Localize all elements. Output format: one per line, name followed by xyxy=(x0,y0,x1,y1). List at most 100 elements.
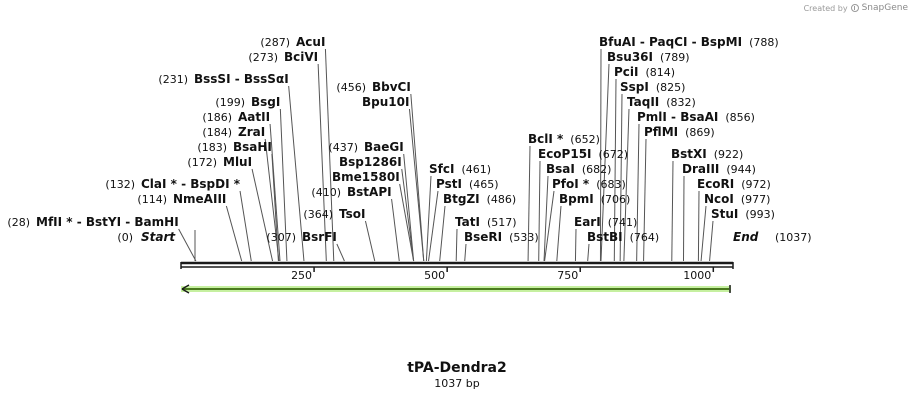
site-name-bsu36i: Bsu36I xyxy=(607,50,653,64)
site-pos-pmli: (856) xyxy=(725,111,755,124)
site-taqii[interactable]: TaqII(832) xyxy=(627,95,696,109)
site-labels: AcuI(287)BciVI (273) BssSI - BssSαI(231) Bb… xyxy=(7,35,778,244)
site-psti[interactable]: PstI(465) xyxy=(436,177,499,191)
site-sspi[interactable]: SspI(825) xyxy=(620,80,685,94)
site-bsahi[interactable]: BsaHI (183) xyxy=(197,140,272,154)
site-bsai[interactable]: BsaI(682) xyxy=(546,162,611,176)
site-name-sfci: SfcI xyxy=(429,162,454,176)
site-sfci[interactable]: SfcI(461) xyxy=(429,162,491,176)
site-leader-bsrfi xyxy=(336,243,345,262)
site-bme1580i[interactable]: Bme1580I xyxy=(332,170,400,184)
end-pos: (1037) xyxy=(775,231,812,244)
site-name-bseri: BseRI xyxy=(464,230,502,244)
site-pos-bsu36i: (789) xyxy=(660,51,690,64)
site-zrai[interactable]: ZraI(184) xyxy=(202,125,265,139)
site-name-bsgi: BsgI xyxy=(251,95,280,109)
site-eari[interactable]: EarI(741) xyxy=(574,215,637,229)
site-pos-bsssi: (231) xyxy=(158,73,188,86)
site-leader-bsai xyxy=(543,175,549,262)
site-bpu10i[interactable]: Bpu10I xyxy=(362,95,409,109)
site-aatii[interactable]: AatII(186) xyxy=(202,110,270,124)
site-bstxi[interactable]: BstXI(922) xyxy=(671,147,743,161)
site-pos-bsgi: (199) xyxy=(215,96,245,109)
site-name-baegi: BaeGI xyxy=(364,140,404,154)
site-leader-btgzi xyxy=(439,205,446,262)
site-bpmi[interactable]: BpmI(706) xyxy=(559,192,630,206)
site-bfuai[interactable]: BfuAI - PaqCI - BspMI (788) xyxy=(599,35,779,49)
site-leader-nmeaiii xyxy=(225,205,243,262)
site-tati[interactable]: TatI(517) xyxy=(455,215,517,229)
site-leader-sfci xyxy=(425,175,432,262)
site-pos-bstbi: (764) xyxy=(630,231,660,244)
site-bstapi[interactable]: BstAPI(410) xyxy=(311,185,391,199)
site-nmeaiii[interactable]: NmeAIII(114) xyxy=(137,192,226,206)
site-ncoi[interactable]: NcoI(977) xyxy=(704,192,770,206)
site-name-draiii: DraIII xyxy=(682,162,719,176)
site-name-bcivi: BciVI xyxy=(284,50,318,64)
site-name-bfuai: BfuAI - PaqCI - BspMI xyxy=(599,35,742,49)
site-leader-bme1580i xyxy=(399,183,415,262)
end-label: End xyxy=(733,230,759,244)
site-tsoi[interactable]: TsoI(364) xyxy=(303,207,365,221)
site-leader-bpmi xyxy=(556,205,562,262)
site-pos-bfuai: (788) xyxy=(749,36,779,49)
site-name-taqii: TaqII xyxy=(627,95,659,109)
site-name-bcli-star: BclI * xyxy=(528,132,564,146)
site-ecori[interactable]: EcoRI(972) xyxy=(697,177,771,191)
site-name-pflmi: PflMI xyxy=(644,125,678,139)
site-pflmi[interactable]: PflMI (869) xyxy=(644,125,715,139)
site-bsssi[interactable]: BssSI - BssSαI(231) xyxy=(158,72,288,86)
site-mlui[interactable]: MluI(172) xyxy=(187,155,252,169)
site-leader-bsssi xyxy=(288,85,305,262)
site-pmli[interactable]: PmlI - BsaAI (856) xyxy=(637,110,755,124)
site-clai-star[interactable]: ClaI * - BspDI *(132) xyxy=(105,177,240,191)
map-length: 1037 bp xyxy=(434,377,480,390)
site-name-pmli: PmlI - BsaAI xyxy=(637,110,718,124)
site-baegi[interactable]: BaeGI(437) xyxy=(328,140,403,154)
site-acui[interactable]: AcuI(287) xyxy=(260,35,325,49)
feature-arrow-0[interactable] xyxy=(181,284,731,294)
feature-track xyxy=(181,284,731,294)
site-pfoi-star[interactable]: PfoI *(683) xyxy=(552,177,626,191)
site-pos-pflmi: (869) xyxy=(685,126,715,139)
site-name-aatii: AatII xyxy=(238,110,270,124)
site-bsp1286i[interactable]: Bsp1286I xyxy=(339,155,402,169)
site-leader-draiii xyxy=(682,175,685,262)
site-draiii[interactable]: DraIII (944) xyxy=(682,162,756,176)
site-bcli-star[interactable]: BclI *(652) xyxy=(528,132,600,146)
site-name-bsahi: BsaHI xyxy=(233,140,272,154)
site-bsgi[interactable]: BsgI (199) xyxy=(215,95,280,109)
site-bseri[interactable]: BseRI(533) xyxy=(464,230,539,244)
site-name-ncoi: NcoI xyxy=(704,192,734,206)
site-stui[interactable]: StuI(993) xyxy=(711,207,775,221)
site-leader-bsgi xyxy=(279,108,288,262)
site-pcii[interactable]: PciI(814) xyxy=(614,65,675,79)
site-leader-lines xyxy=(178,48,714,262)
site-leader-mlui xyxy=(251,168,274,262)
site-bsrfi[interactable]: BsrFI(307) xyxy=(266,230,336,244)
site-bstbi[interactable]: BstBI(764) xyxy=(587,230,659,244)
site-name-bstapi: BstAPI xyxy=(347,185,392,199)
site-pos-bcivi: (273) xyxy=(248,51,278,64)
site-leader-psti xyxy=(428,190,439,262)
site-name-pfoi-star: PfoI * xyxy=(552,177,590,191)
site-bbvci[interactable]: BbvCI(456) xyxy=(336,80,410,94)
site-leader-mfii-star xyxy=(178,228,197,262)
site-leader-bfuai xyxy=(599,48,602,262)
site-bsu36i[interactable]: Bsu36I (789) xyxy=(607,50,690,64)
site-btgzi[interactable]: BtgZI(486) xyxy=(443,192,516,206)
site-leader-sspi xyxy=(619,93,623,262)
site-pos-pcii: (814) xyxy=(646,66,676,79)
site-bcivi[interactable]: BciVI (273) xyxy=(248,50,318,64)
tick-label-750: 750 xyxy=(557,269,578,282)
site-ecop15i[interactable]: EcoP15I(672) xyxy=(538,147,628,161)
site-mfii-star[interactable]: MfII * - BstYI - BamHI(28) xyxy=(7,215,178,229)
site-name-tati: TatI xyxy=(455,215,480,229)
site-pos-bsahi: (183) xyxy=(197,141,227,154)
tick-label-1000: 1000 xyxy=(683,269,711,282)
site-pos-draiii: (944) xyxy=(726,163,756,176)
site-name-acui: AcuI xyxy=(296,35,325,49)
credit-brand: SnapGene xyxy=(861,3,908,13)
tick-label-500: 500 xyxy=(424,269,445,282)
